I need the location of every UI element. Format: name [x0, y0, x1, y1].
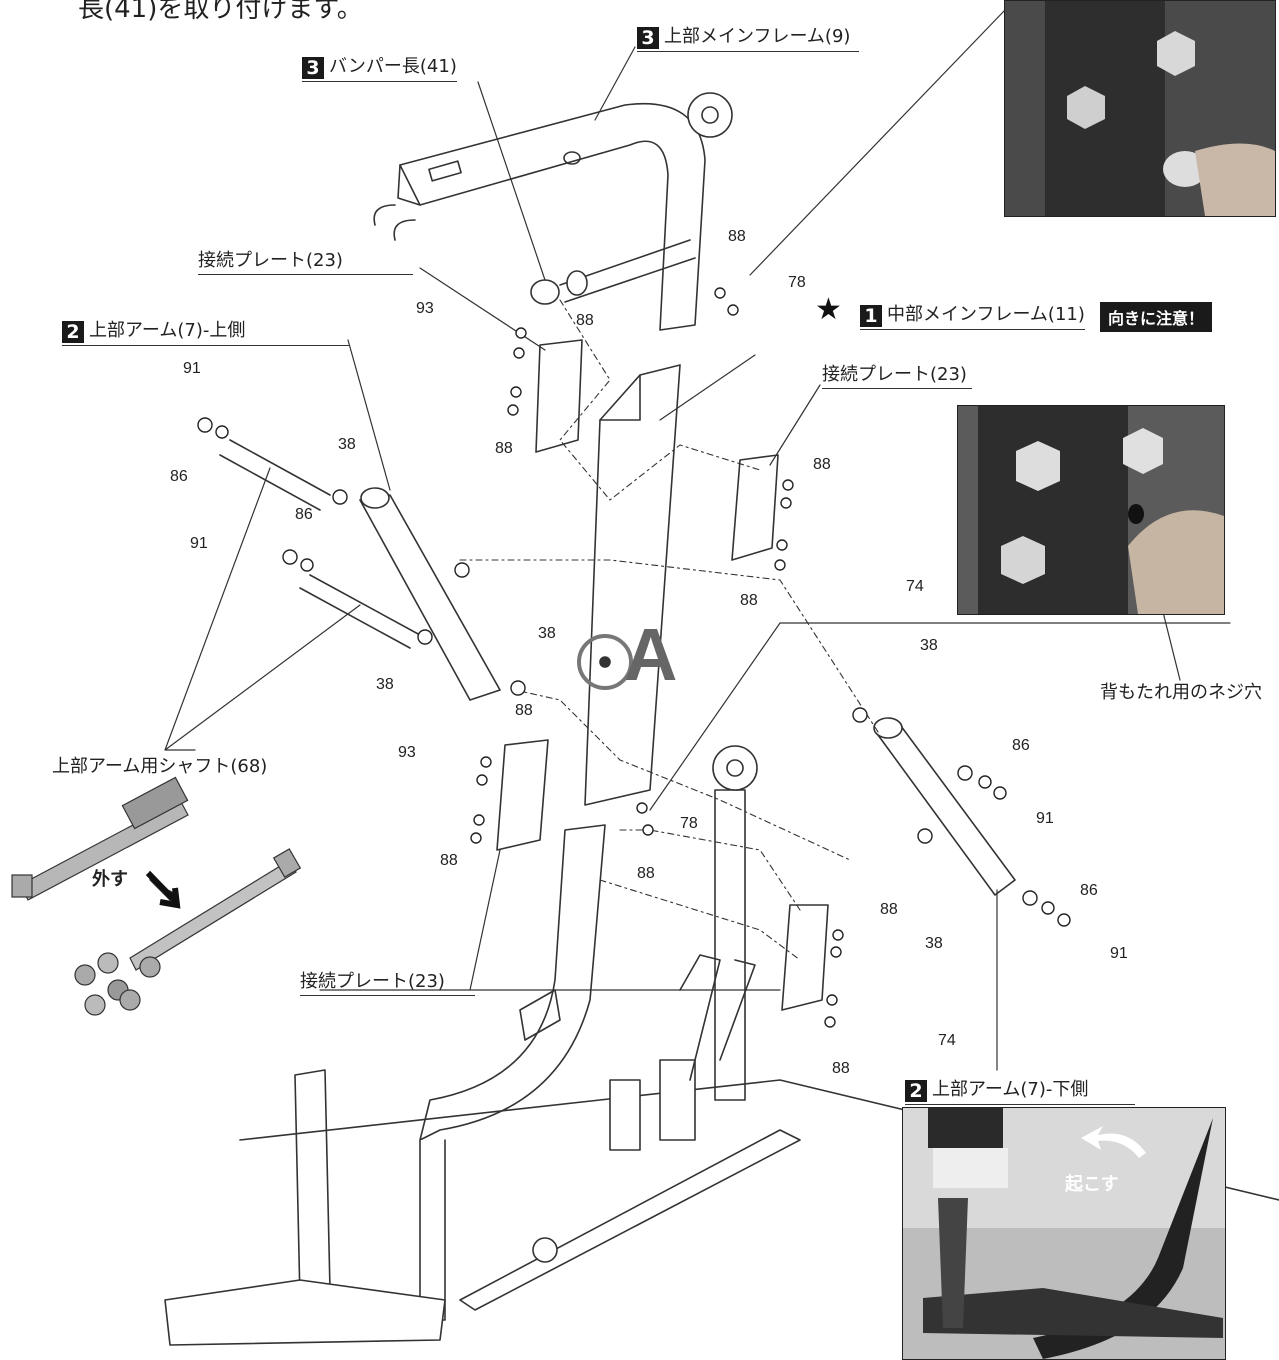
part-number: 86	[295, 506, 313, 523]
part-number: 74	[938, 1032, 956, 1049]
part-number: 88	[440, 852, 458, 869]
step-badge: 3	[637, 27, 659, 49]
step-badge: 1	[860, 305, 882, 327]
part-number: 91	[183, 360, 201, 377]
part-number: 88	[832, 1060, 850, 1077]
part-number: 93	[416, 300, 434, 317]
label-remove: 外す	[92, 869, 128, 890]
label-shaft: 上部アーム用シャフト(68)	[52, 756, 268, 777]
label-backrest-hole: 背もたれ用のネジ穴	[1100, 682, 1262, 703]
middle-main-frame-text: 中部メインフレーム(11)	[887, 304, 1085, 325]
upper-arm-top-text: 上部アーム(7)-上側	[89, 320, 246, 341]
label-plate-1: 接続プレート(23)	[198, 246, 413, 275]
part-number: 38	[338, 436, 356, 453]
upper-main-frame-text: 上部メインフレーム(9)	[664, 26, 851, 47]
part-number: 74	[906, 578, 924, 595]
part-number: 38	[920, 637, 938, 654]
part-number: 93	[398, 744, 416, 761]
point-a-label: A	[624, 613, 678, 696]
part-number: 88	[637, 865, 655, 882]
part-number: 38	[925, 935, 943, 952]
star-icon: ★	[815, 292, 842, 327]
part-number: 38	[376, 676, 394, 693]
part-number: 88	[880, 901, 898, 918]
photo-backrest-hole	[957, 405, 1225, 615]
part-number: 91	[190, 535, 208, 552]
step-badge: 3	[302, 57, 324, 79]
part-number: 88	[813, 456, 831, 473]
part-number: 78	[788, 274, 806, 291]
part-number: 88	[576, 312, 594, 329]
part-number: 88	[740, 592, 758, 609]
part-number: 91	[1110, 945, 1128, 962]
part-number: 88	[515, 702, 533, 719]
step-badge: 2	[905, 1080, 927, 1102]
part-number: 88	[728, 228, 746, 245]
bumper-text: バンパー長(41)	[329, 56, 457, 77]
orientation-note-badge: 向きに注意！	[1100, 302, 1213, 332]
step-badge: 2	[62, 321, 84, 343]
photo-top-right	[1004, 0, 1276, 217]
label-plate-3: 接続プレート(23)	[300, 967, 475, 996]
header-text: 長(41)を取り付けます。	[78, 0, 363, 24]
label-raise: 起こす	[1065, 1174, 1119, 1195]
part-number: 78	[680, 815, 698, 832]
label-plate-2: 接続プレート(23)	[822, 360, 972, 389]
part-number: 91	[1036, 810, 1054, 827]
photo-raise-frame	[902, 1107, 1226, 1360]
part-number: 38	[538, 625, 556, 642]
part-number: 86	[1080, 882, 1098, 899]
upper-arm-bottom-text: 上部アーム(7)-下側	[932, 1079, 1089, 1100]
part-number: 86	[170, 468, 188, 485]
part-number: 88	[495, 440, 513, 457]
part-number: 86	[1012, 737, 1030, 754]
